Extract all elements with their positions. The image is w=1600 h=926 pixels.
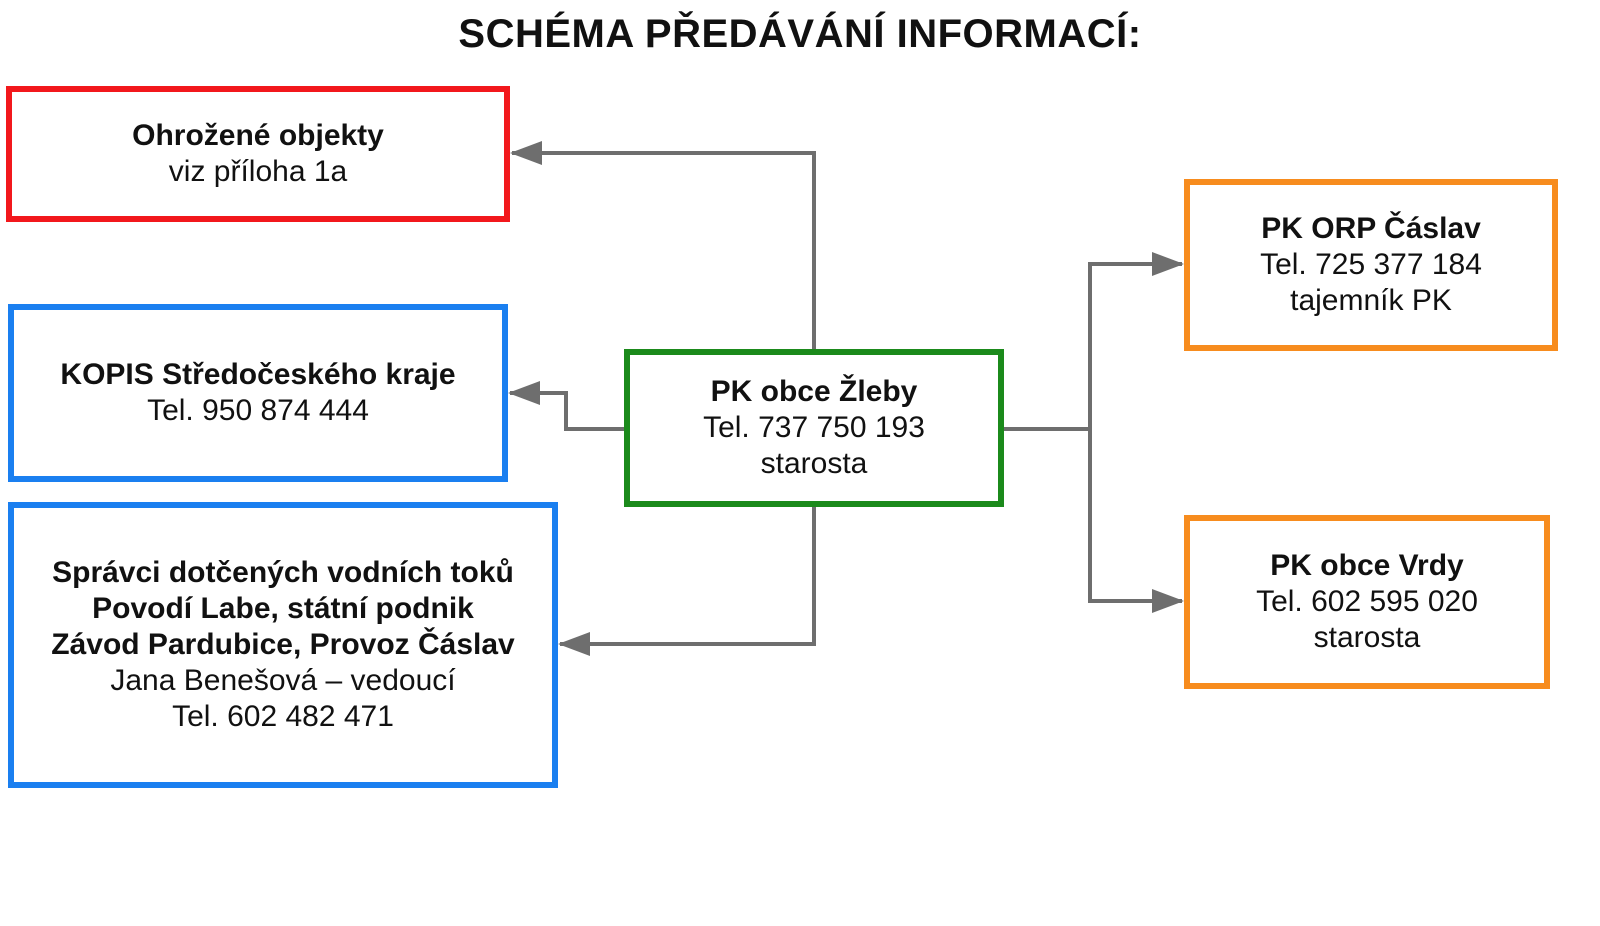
node-text-line: Ohrožené objekty (132, 119, 384, 152)
node-text-line: PK obce Vrdy (1270, 549, 1464, 582)
node-text-line: starosta (1313, 621, 1421, 654)
node-text-line: Závod Pardubice, Provoz Čáslav (51, 628, 515, 661)
connector-to-threatened-objects (510, 141, 816, 349)
node-text-line: viz příloha 1a (168, 155, 348, 188)
node-text-line: starosta (760, 447, 868, 480)
connector-to-pk-orp-caslav (1004, 252, 1184, 431)
diagram-title: SCHÉMA PŘEDÁVÁNÍ INFORMACÍ: (458, 12, 1142, 56)
connector-to-pk-obce-vrdy (1088, 429, 1184, 613)
node-text-line: Tel. 725 377 184 (1260, 248, 1482, 281)
node-text-line: PK ORP Čáslav (1261, 212, 1481, 245)
node-text-line: Tel. 602 482 471 (172, 700, 394, 733)
node-text-line: Jana Benešová – vedoucí (110, 664, 456, 697)
node-text-line: tajemník PK (1290, 284, 1452, 317)
node-text-line: KOPIS Středočeského kraje (60, 358, 456, 391)
node-text-line: Tel. 602 595 020 (1256, 585, 1478, 618)
node-text-line: PK obce Žleby (710, 375, 918, 408)
connector-to-kopis (508, 381, 624, 431)
node-text-line: Tel. 737 750 193 (703, 411, 925, 444)
node-text-line: Správci dotčených vodních toků (52, 556, 514, 589)
connector-to-river-managers (558, 507, 816, 656)
node-text-line: Povodí Labe, státní podnik (92, 592, 474, 625)
node-text-line: Tel. 950 874 444 (147, 394, 369, 427)
